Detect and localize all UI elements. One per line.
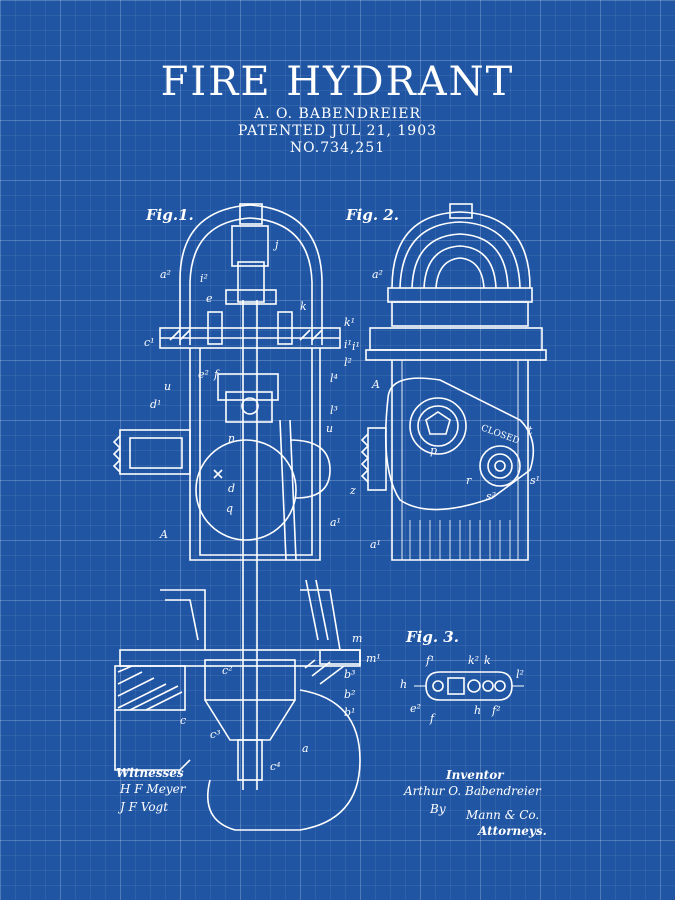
fig1-letter: f <box>214 368 219 381</box>
fig2-letter: z <box>350 484 356 497</box>
by-label: By <box>430 802 446 816</box>
inventor-line: A. O. BABENDREIER <box>253 106 421 122</box>
fig3-letter: f¹ <box>426 654 435 667</box>
witnesses-label: Witnesses <box>116 766 184 780</box>
fig2-letter: t <box>528 424 533 437</box>
patent-date: PATENTED JUL 21, 1903 <box>237 123 438 139</box>
fig2-label: Fig. 2. <box>346 206 399 224</box>
fig2-letter: p <box>430 444 438 457</box>
fig1-letter: i² <box>200 272 208 285</box>
fig3-letter: k <box>484 654 491 667</box>
fig1-letter: k¹ <box>344 316 356 329</box>
fig1-label: Fig.1. <box>146 206 194 224</box>
fig1-letter: a <box>302 742 309 755</box>
fig1-letter: k <box>300 300 307 313</box>
fig3-letter: f² <box>492 704 501 717</box>
inventor-signature: Arthur O. Babendreier <box>404 784 541 798</box>
fig3-letter: h <box>474 704 482 717</box>
fig1-letter: b² <box>344 688 356 701</box>
fig1-letter: b³ <box>344 668 356 681</box>
patent-title: FIRE HYDRANT <box>160 59 515 105</box>
fig1-letter: j <box>275 238 279 251</box>
fig2-letter: s² <box>486 490 497 503</box>
attorneys-label: Attorneys. <box>478 824 547 838</box>
title-block: FIRE HYDRANT A. O. BABENDREIER PATENTED … <box>0 58 675 157</box>
fig1-letter: q <box>226 502 234 515</box>
fig2-letter: A <box>372 378 380 391</box>
fig3-letter: h <box>400 678 408 691</box>
fig1-letter: m <box>352 632 363 645</box>
fig1-letter: m¹ <box>366 652 381 665</box>
fig3-letter: k² <box>468 654 480 667</box>
fig2-letter: i¹ <box>352 340 360 353</box>
witness-signature-1: H F Meyer <box>120 782 186 796</box>
witness-signature-2: J F Vogt <box>120 800 169 814</box>
fig1-letter: b¹ <box>344 706 356 719</box>
fig1-letter: e <box>206 292 213 305</box>
fig1-letter: a¹ <box>330 516 341 529</box>
fig1-letter: l⁴ <box>330 372 338 385</box>
fig1-letter: c³ <box>210 728 221 741</box>
fig2-letter: a¹ <box>370 538 381 551</box>
fig1-letter: e² <box>198 368 209 381</box>
fig1-letter: a² <box>160 268 171 281</box>
fig1-letter: i¹ <box>344 338 352 351</box>
fig1-letter: c <box>180 714 187 727</box>
fig1-letter: c² <box>222 664 233 677</box>
fig1-letter: d¹ <box>150 398 162 411</box>
attorney-signature: Mann & Co. <box>466 808 540 822</box>
fig2-letter: s¹ <box>530 474 541 487</box>
fig1-letter: l² <box>344 356 352 369</box>
fig2-letter: a² <box>372 268 383 281</box>
inventor-label: Inventor <box>446 768 504 782</box>
fig1-letter: A <box>160 528 168 541</box>
fig2-letter: r <box>466 474 472 487</box>
fig3-label: Fig. 3. <box>406 628 459 646</box>
fig1-letter: u <box>326 422 334 435</box>
fig3-letter: e² <box>410 702 421 715</box>
fig1-letter: d <box>228 482 236 495</box>
fig1-letter: n <box>228 432 236 445</box>
fig3-letter: f <box>430 712 435 725</box>
fig1-letter: l³ <box>330 404 338 417</box>
patent-number: NO.734,251 <box>289 140 386 156</box>
fig1-letter: u <box>164 380 172 393</box>
fig1-letter: c¹ <box>144 336 155 349</box>
fig1-letter: c⁴ <box>270 760 281 773</box>
fig3-letter: l² <box>516 668 524 681</box>
